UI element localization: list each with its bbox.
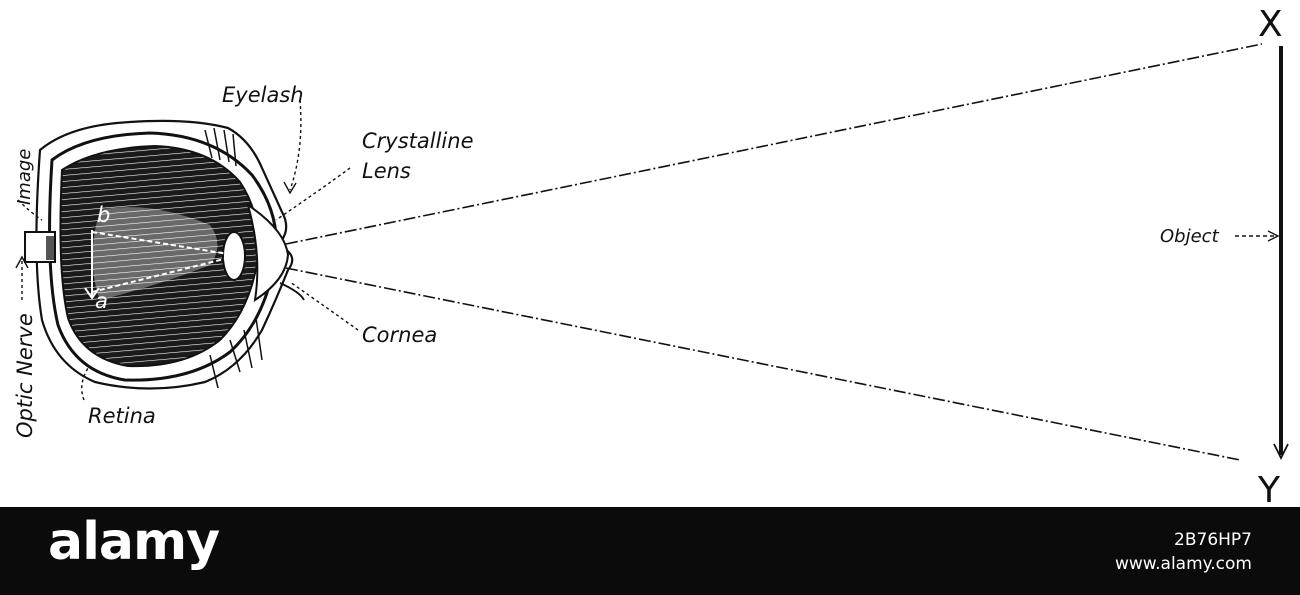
optic-nerve-leader-arrow <box>15 255 29 269</box>
crystalline-label: Crystalline <box>362 129 474 153</box>
optic-nerve-shading <box>46 236 54 260</box>
eye-diagram: Eyelash Crystalline Lens Image Optic Ner… <box>13 4 1289 507</box>
inverted-image-ray-top <box>91 231 229 255</box>
point-a-label: a <box>95 289 108 313</box>
image-label: Image <box>14 149 35 205</box>
inverted-image-ray-bottom <box>91 257 229 293</box>
lens-label: Lens <box>362 159 411 183</box>
retina-label: Retina <box>88 404 156 428</box>
watermark-url: www.alamy.com <box>1114 554 1252 574</box>
object-leader-arrow <box>1267 230 1280 242</box>
cheek-fold <box>279 282 305 301</box>
retina-image-arrowhead <box>84 287 100 300</box>
watermark-logo: alamy <box>48 512 220 572</box>
eyelid-outline <box>35 119 294 390</box>
vitreous-highlight <box>92 207 218 300</box>
optic-nerve-label: Optic Nerve <box>13 313 37 438</box>
cornea-leader <box>289 281 359 331</box>
crystalline-leader <box>275 167 351 221</box>
ray-bottom <box>285 267 1241 461</box>
retina-leader <box>81 367 89 401</box>
cornea-label: Cornea <box>362 323 437 347</box>
crystalline-lens <box>222 231 246 281</box>
object-label: Object <box>1160 226 1220 247</box>
watermark-image-id: 2B76HP7 <box>1174 530 1252 550</box>
eyelash-leader <box>289 99 302 191</box>
watermark-info: 2B76HP7 www.alamy.com <box>1115 528 1252 576</box>
point-b-label: b <box>97 203 110 227</box>
watermark-bar <box>0 507 1300 595</box>
object-arrowhead <box>1273 443 1289 461</box>
cornea-shape <box>246 202 290 303</box>
ray-top <box>285 43 1263 245</box>
eyeball-interior <box>59 144 260 368</box>
image-leader <box>17 199 43 221</box>
y-label: Y <box>1257 470 1281 507</box>
lower-lid-strokes <box>209 317 263 389</box>
eyelash-leader-arrow <box>283 181 297 195</box>
eyelash-label: Eyelash <box>222 83 304 107</box>
eyelash-strokes <box>204 127 237 167</box>
x-label: X <box>1258 4 1283 45</box>
sclera <box>48 131 278 382</box>
